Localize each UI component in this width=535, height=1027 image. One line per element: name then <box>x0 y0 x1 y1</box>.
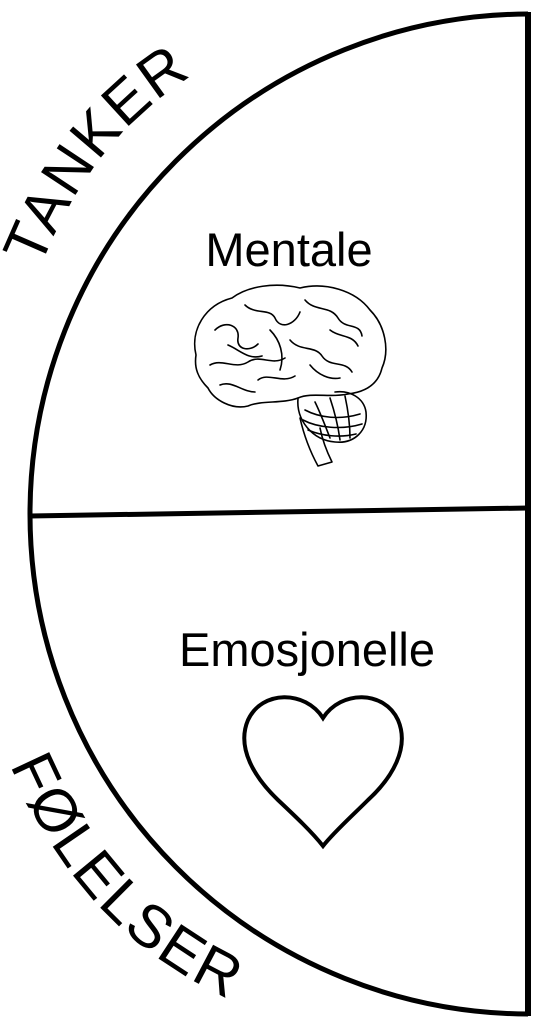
tanker-label: TANKER <box>0 31 200 274</box>
folelser-label: FØLELSER <box>0 742 255 1011</box>
emosjonelle-label: Emosjonelle <box>179 623 435 676</box>
mentale-label: Mentale <box>205 223 372 276</box>
brain-icon <box>195 285 386 466</box>
heart-icon <box>244 697 402 846</box>
middle-divider <box>30 508 528 516</box>
